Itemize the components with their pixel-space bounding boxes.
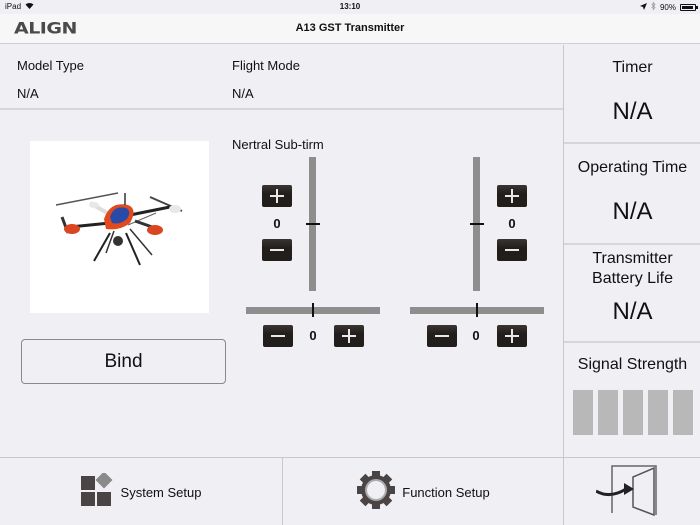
- left-vertical-minus-button[interactable]: [262, 239, 292, 261]
- bottom-toolbar: System Setup: [0, 457, 700, 525]
- wifi-icon: [25, 2, 34, 11]
- left-vertical-trim-marker[interactable]: [306, 223, 320, 225]
- subtrim-title: Nertral Sub-tirm: [232, 137, 324, 152]
- model-type-label: Model Type: [17, 58, 84, 73]
- right-vertical-trim-marker[interactable]: [470, 223, 484, 225]
- battery-percent: 90%: [659, 2, 676, 12]
- model-info-row: Model Type N/A Flight Mode N/A: [0, 45, 563, 110]
- plus-icon-vertical: [511, 329, 513, 343]
- nav-bar: ALIGN A13 GST Transmitter: [0, 14, 700, 44]
- function-setup-label: Function Setup: [402, 484, 490, 500]
- status-sidebar: Timer N/A Operating Time N/A Transmitter…: [563, 45, 700, 457]
- right-vertical-plus-button[interactable]: [497, 185, 527, 207]
- gear-icon: [356, 470, 396, 515]
- left-horizontal-minus-button[interactable]: [263, 325, 293, 347]
- model-type-value: N/A: [17, 86, 39, 101]
- minus-icon: [435, 335, 449, 337]
- toolbar-divider: [563, 458, 564, 525]
- right-horizontal-minus-button[interactable]: [427, 325, 457, 347]
- plus-icon-vertical: [511, 189, 513, 203]
- plus-icon-vertical: [348, 329, 350, 343]
- signal-bar: [623, 390, 643, 435]
- operating-time-value: N/A: [612, 198, 653, 225]
- drone-icon: [55, 192, 183, 266]
- right-horizontal-plus-button[interactable]: [497, 325, 527, 347]
- left-horizontal-plus-button[interactable]: [334, 325, 364, 347]
- align-logo: ALIGN: [14, 19, 77, 38]
- bluetooth-icon: [651, 1, 656, 12]
- bind-button[interactable]: Bind: [21, 339, 226, 384]
- right-horizontal-trim-value: 0: [472, 328, 480, 343]
- minus-icon: [271, 335, 285, 337]
- signal-bar: [598, 390, 618, 435]
- status-bar: iPad 13:10 90%: [0, 0, 700, 14]
- page-title: A13 GST Transmitter: [295, 22, 405, 34]
- signal-strength-panel: Signal Strength: [564, 343, 700, 457]
- right-horizontal-trim-marker[interactable]: [476, 303, 478, 317]
- flight-mode-value: N/A: [232, 86, 254, 101]
- function-setup-button[interactable]: Function Setup: [283, 458, 563, 525]
- right-vertical-trim-value: 0: [508, 216, 516, 231]
- minus-icon: [270, 249, 284, 251]
- plus-icon-vertical: [276, 189, 278, 203]
- minus-icon: [505, 249, 519, 251]
- system-setup-icon: [80, 471, 115, 512]
- signal-bar: [648, 390, 668, 435]
- main-panel: Model Type N/A Flight Mode N/A: [0, 45, 563, 457]
- exit-door-icon: [595, 463, 668, 522]
- operating-time-panel: Operating Time N/A: [564, 144, 700, 245]
- exit-button[interactable]: [564, 458, 700, 525]
- flight-mode-label: Flight Mode: [232, 58, 300, 73]
- left-vertical-plus-button[interactable]: [262, 185, 292, 207]
- signal-bar: [573, 390, 593, 435]
- signal-bar: [673, 390, 693, 435]
- status-time: 13:10: [339, 2, 361, 11]
- signal-strength-title: Signal Strength: [577, 356, 688, 373]
- toolbar-divider: [282, 458, 283, 525]
- device-name: iPad: [5, 2, 22, 11]
- system-setup-button[interactable]: System Setup: [0, 458, 282, 525]
- timer-value: N/A: [612, 98, 653, 125]
- left-horizontal-trim-value: 0: [309, 328, 317, 343]
- battery-icon: [680, 3, 698, 11]
- battery-life-panel: Transmitter Battery Life N/A: [564, 245, 700, 343]
- timer-panel: Timer N/A: [564, 45, 700, 144]
- system-setup-label: System Setup: [120, 484, 202, 500]
- right-vertical-minus-button[interactable]: [497, 239, 527, 261]
- battery-life-title-line2: Battery Life: [592, 270, 673, 287]
- signal-strength-bars: [573, 390, 693, 435]
- battery-life-value: N/A: [612, 298, 653, 325]
- timer-title: Timer: [612, 59, 653, 76]
- operating-time-title: Operating Time: [577, 159, 688, 176]
- location-icon: [639, 2, 647, 12]
- battery-life-title-line1: Transmitter: [592, 250, 673, 267]
- left-vertical-trim-value: 0: [273, 216, 281, 231]
- model-image: [30, 141, 209, 313]
- left-horizontal-trim-marker[interactable]: [312, 303, 314, 317]
